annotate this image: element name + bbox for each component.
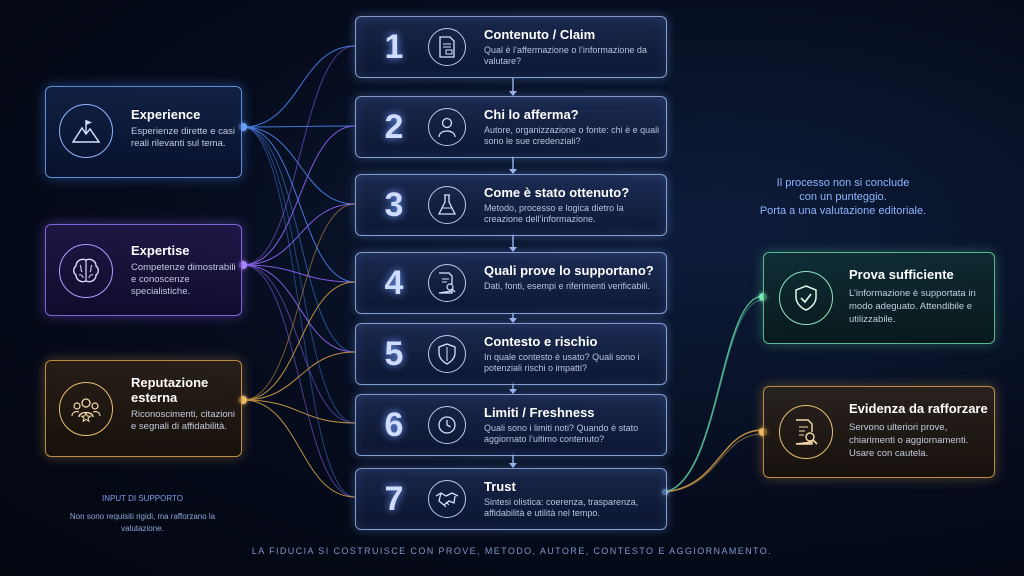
person-icon [428, 108, 466, 146]
input-desc: Riconoscimenti, citazioni e segnali di a… [131, 409, 236, 432]
outcome-prova-sufficiente: Prova sufficiente L’informazione è suppo… [763, 252, 995, 344]
support-text: Non sono requisiti rigidi, ma rafforzano… [69, 512, 216, 533]
outcome-desc: Servono ulteriori prove, chiarimenti o a… [849, 422, 969, 459]
step-title: Trust [484, 479, 516, 494]
step-number: 2 [384, 107, 404, 146]
input-desc: Esperienze dirette e casi reali rilevant… [131, 126, 236, 149]
step-1: 1 Contenuto / Claim Qual è l’affermazion… [355, 16, 667, 78]
note-line: con un punteggio. [799, 191, 887, 203]
input-reputazione: Reputazione esterna Riconoscimenti, cita… [45, 360, 242, 457]
input-experience: Experience Esperienze dirette e casi rea… [45, 86, 242, 178]
step-number: 6 [384, 405, 404, 444]
shield-check-icon [779, 271, 833, 325]
step-title: Contesto e rischio [484, 334, 598, 349]
note-line: Il processo non si conclude [776, 177, 910, 189]
support-label: INPUT DI SUPPORTO [102, 494, 183, 503]
step-desc: Metodo, processo e logica dietro la crea… [484, 203, 624, 224]
step-number: 4 [384, 263, 404, 302]
clock-icon [428, 406, 466, 444]
process-note: Il processo non si conclude con un punte… [748, 176, 938, 218]
document-icon [428, 28, 466, 66]
document-search-icon [779, 405, 833, 459]
step-desc: Qual è l’affermazione o l’informazione d… [484, 45, 647, 66]
step-6: 6 Limiti / Freshness Quali sono i limiti… [355, 394, 667, 456]
step-desc: Dati, fonti, esempi e riferimenti verifi… [484, 281, 651, 291]
footer-tagline: LA FIDUCIA SI COSTRUISCE CON PROVE, METO… [251, 546, 773, 556]
outcome-title: Evidenza da rafforzare [849, 401, 988, 416]
note-line: Porta a una valutazione editoriale. [759, 205, 927, 217]
brain-icon [59, 244, 113, 298]
step-desc: In quale contesto è usato? Quali sono i … [484, 352, 640, 373]
step-desc: Sintesi olistica: coerenza, trasparenza,… [484, 497, 639, 518]
step-7: 7 Trust Sintesi olistica: coerenza, tras… [355, 468, 667, 530]
step-desc: Autore, organizzazione o fonte: chi è e … [484, 125, 660, 146]
people-star-icon [59, 382, 113, 436]
outcome-title: Prova sufficiente [849, 267, 954, 282]
input-expertise: Expertise Competenze dimostrabili e cono… [45, 224, 242, 316]
step-number: 3 [384, 185, 404, 224]
step-desc: Quali sono i limiti noti? Quando è stato… [484, 423, 639, 444]
outcome-evidenza-da-rafforzare: Evidenza da rafforzare Servono ulteriori… [763, 386, 995, 478]
step-title: Contenuto / Claim [484, 27, 596, 42]
handshake-icon [428, 480, 466, 518]
step-number: 5 [384, 334, 404, 373]
input-desc: Competenze dimostrabili e conoscenze spe… [131, 262, 236, 297]
step-number: 7 [384, 479, 404, 518]
shield-icon [428, 335, 466, 373]
step-title: Chi lo afferma? [484, 107, 579, 122]
step-4: 4 Quali prove lo supportano? Dati, fonti… [355, 252, 667, 314]
step-number: 1 [384, 27, 404, 66]
step-3: 3 Come è stato ottenuto? Metodo, process… [355, 174, 667, 236]
input-title: Expertise [131, 243, 190, 258]
support-note: INPUT DI SUPPORTO Non sono requisiti rig… [60, 493, 225, 535]
input-title: Experience [131, 107, 201, 122]
document-search-icon [428, 264, 466, 302]
flask-icon [428, 186, 466, 224]
outcome-desc: L’informazione è supportata in modo adeg… [849, 288, 976, 325]
step-2: 2 Chi lo afferma? Autore, organizzazione… [355, 96, 667, 158]
step-5: 5 Contesto e rischio In quale contesto è… [355, 323, 667, 385]
step-title: Come è stato ottenuto? [484, 185, 630, 200]
step-title: Quali prove lo supportano? [484, 263, 654, 278]
step-title: Limiti / Freshness [484, 405, 595, 420]
input-title: Reputazione esterna [131, 375, 209, 405]
mountain-flag-icon [59, 104, 113, 158]
